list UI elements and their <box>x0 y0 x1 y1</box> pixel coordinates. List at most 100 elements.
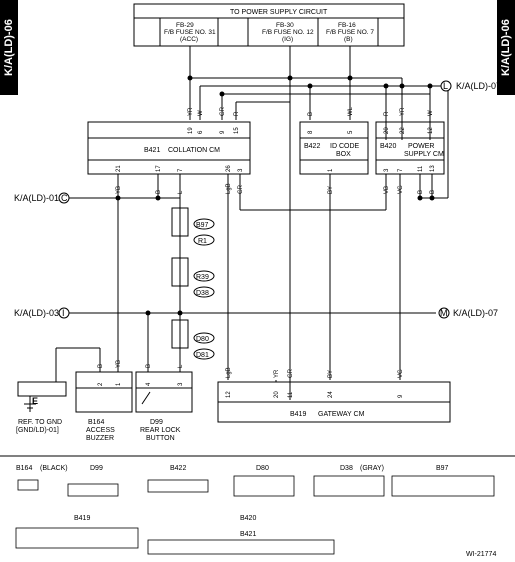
buzzer-pin: 2 <box>98 382 104 386</box>
gateway-name: GATEWAY CM <box>318 411 365 418</box>
rearlock-pin: 3 <box>178 382 184 386</box>
rear-lock-box <box>135 371 193 413</box>
buzzer-wire: B <box>98 364 104 368</box>
joint-b97: B97 <box>196 222 209 229</box>
legend-d80: D80 <box>256 465 269 472</box>
collation-top-wire: W <box>198 110 204 116</box>
idcode-top-pin: 8 <box>308 130 314 134</box>
collation-top-wire: YR <box>188 107 194 116</box>
ref-right-top: K/A(LD)-07 <box>456 81 501 91</box>
ref-left-c: K/A(LD)-01 <box>14 193 59 203</box>
idcode-bottom-wire: BY <box>328 186 334 194</box>
fuse-2-line1: F/B FUSE NO. 12 <box>262 29 314 36</box>
psu-bottom-pin: 13 <box>430 165 436 172</box>
rearlock-name2: BUTTON <box>146 435 175 442</box>
buzzer-name2: BUZZER <box>86 435 114 442</box>
legend-d99: D99 <box>90 465 103 472</box>
idcode-code: B422 <box>304 143 320 150</box>
fuse-id-1: FB-29 <box>176 22 194 29</box>
collation-bottom-wire: B <box>156 190 162 194</box>
gateway-pin: 11 <box>288 391 294 398</box>
collation-cm-box <box>87 121 251 175</box>
legend-b97: B97 <box>436 465 449 472</box>
rearlock-code: D99 <box>150 419 163 426</box>
ref-right-m: K/A(LD)-07 <box>453 308 498 318</box>
psu-name2: SUPPLY CM <box>404 151 444 158</box>
figure-id: WI-21774 <box>466 551 496 558</box>
collation-bottom-pin: 7 <box>178 168 184 172</box>
id-code-box <box>299 121 369 175</box>
collation-bottom-pin: 3 <box>238 168 244 172</box>
fuse-3-line2: (B) <box>344 36 353 43</box>
psu-top-pin: 22 <box>400 127 406 134</box>
collation-top-pin: 9 <box>220 130 226 134</box>
collation-bottom-pin: 17 <box>156 165 162 172</box>
psu-bottom-pin: 3 <box>384 168 390 172</box>
psu-code: B420 <box>380 143 396 150</box>
rearlock-name1: REAR LOCK <box>140 427 181 434</box>
joint-r1: R1 <box>198 238 207 245</box>
gateway-wire: VG <box>398 369 404 378</box>
power-supply-box <box>133 3 405 47</box>
legend-b421: B421 <box>240 531 256 538</box>
fuse-2-line2: (IG) <box>282 36 293 43</box>
buzzer-code: B164 <box>88 419 104 426</box>
collation-bottom-wire: L <box>178 190 184 194</box>
psu-top-wire: R <box>384 111 390 116</box>
gateway-pin: 9 <box>398 394 404 398</box>
ref-marker-l: L <box>443 81 448 91</box>
connector-faces <box>15 475 495 555</box>
psu-top-wire: W <box>428 110 434 116</box>
psu-bottom-wire: B <box>430 190 436 194</box>
joint-d80: D80 <box>196 336 209 343</box>
fuse-id-2: FB-30 <box>276 22 294 29</box>
fuse-id-3: FB-16 <box>338 22 356 29</box>
ground-line2: [GND/LD)-01] <box>16 427 59 434</box>
psu-name1: POWER <box>408 143 434 150</box>
legend-b164-note: (BLACK) <box>40 465 68 472</box>
psu-bottom-wire: VB <box>384 186 390 194</box>
svg-text:E: E <box>32 396 38 406</box>
psu-bottom-pin: 11 <box>418 165 424 172</box>
collation-top-pin: 19 <box>188 127 194 134</box>
gateway-pin: 12 <box>226 391 232 398</box>
rearlock-wire: L <box>178 364 184 368</box>
idcode-top-wire: B <box>308 112 314 116</box>
psu-bottom-wire: B <box>418 190 424 194</box>
idcode-top-wire: WL <box>348 106 354 116</box>
fuse-3-line1: F/B FUSE NO. 7 <box>326 29 374 36</box>
legend-d38-note: (GRAY) <box>360 465 384 472</box>
collation-bottom-wire: LgB <box>226 183 232 194</box>
buzzer-pin: 1 <box>116 382 122 386</box>
psu-top-wire: YR <box>400 107 406 116</box>
ref-marker-c: C <box>61 193 68 203</box>
gateway-pin: 20 <box>274 391 280 398</box>
buzzer-wire: YB <box>116 360 122 368</box>
collation-code: B421 <box>144 147 160 154</box>
rearlock-pin: 4 <box>146 382 152 386</box>
collation-bottom-wire: YB <box>116 186 122 194</box>
joint-d38: D38 <box>196 290 209 297</box>
ref-marker-m: M <box>440 308 448 318</box>
legend-d38: D38 <box>340 465 353 472</box>
collation-name: COLLATION CM <box>168 147 220 154</box>
gateway-code: B419 <box>290 411 306 418</box>
psu-top-pin: 12 <box>428 127 434 134</box>
idcode-top-pin: 5 <box>348 130 354 134</box>
psu-bottom-pin: 7 <box>398 168 404 172</box>
buzzer-name1: ACCESS <box>86 427 115 434</box>
idcode-bottom-pin: 1 <box>328 168 334 172</box>
joint-d81: D81 <box>196 352 209 359</box>
joint-r39: R39 <box>196 274 209 281</box>
collation-top-pin: 6 <box>198 130 204 134</box>
power-supply-cm-box <box>375 121 445 175</box>
collation-top-pin: 15 <box>234 127 240 134</box>
idcode-name1: ID CODE <box>330 143 360 150</box>
power-supply-title: TO POWER SUPPLY CIRCUIT <box>230 9 328 16</box>
buzzer-box <box>75 371 133 413</box>
psu-top-pin: 20 <box>384 127 390 134</box>
legend-b422: B422 <box>170 465 186 472</box>
fuse-1-line1: F/B FUSE NO. 31 <box>164 29 216 36</box>
collation-bottom-pin: 21 <box>116 165 122 172</box>
ref-left-i: K/A(LD)-03 <box>14 308 59 318</box>
